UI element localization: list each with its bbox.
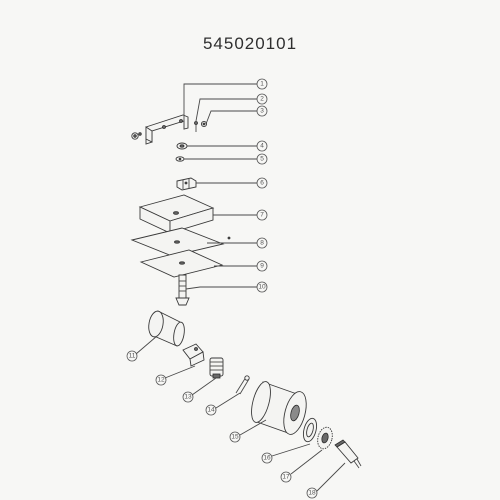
callout-12: 12 (155, 374, 167, 386)
callout-circle (256, 140, 268, 152)
callout-15: 15 (229, 431, 241, 443)
leader-lines (135, 83, 346, 492)
callout-number: 5 (260, 156, 264, 163)
callout-circle (256, 105, 268, 117)
part-grommet-4 (176, 142, 188, 150)
callout-circle (280, 471, 292, 483)
callout-10: 10 (256, 281, 268, 293)
callout-circle (256, 177, 268, 189)
callout-number: 13 (184, 394, 192, 401)
callout-number: 2 (260, 96, 264, 103)
part-housing-15 (251, 381, 307, 435)
callout-circle (256, 153, 268, 165)
part-mounting-bracket (145, 114, 189, 145)
callout-number: 7 (260, 212, 264, 219)
callout-11: 11 (126, 350, 138, 362)
callout-number: 6 (260, 180, 264, 187)
part-washer-5 (175, 156, 185, 162)
callout-circle (182, 391, 194, 403)
part-gasket-8 (130, 227, 231, 257)
callout-number: 17 (282, 474, 290, 481)
callout-number: 8 (260, 240, 264, 247)
callout-circle (256, 209, 268, 221)
part-swivel-arm-11 (148, 310, 185, 347)
callout-circle (256, 281, 268, 293)
callout-circle (306, 487, 318, 499)
callout-16: 16 (261, 452, 273, 464)
callout-number: 4 (260, 143, 264, 150)
callout-number: 9 (260, 263, 264, 270)
callout-number: 10 (258, 284, 266, 291)
part-screw-2 (194, 121, 198, 132)
part-pin-14 (235, 375, 250, 395)
callout-circle (256, 260, 268, 272)
callout-circle (155, 374, 167, 386)
part-ring-16 (302, 417, 318, 443)
page-title: 545020101 (202, 34, 298, 53)
part-gear-ring-17 (317, 426, 333, 450)
part-base-plate-9 (139, 249, 224, 278)
callout-6: 6 (256, 177, 268, 189)
callout-17: 17 (280, 471, 292, 483)
callout-7: 7 (256, 209, 268, 221)
callout-18: 18 (306, 487, 318, 499)
callout-circle (256, 237, 268, 249)
part-socket-13 (209, 357, 224, 379)
callout-1: 1 (256, 78, 268, 90)
callout-number: 18 (308, 490, 316, 497)
part-nut-left (131, 132, 142, 140)
callout-circle (256, 78, 268, 90)
callout-number: 16 (263, 455, 271, 462)
callout-9: 9 (256, 260, 268, 272)
callout-14: 14 (205, 404, 217, 416)
callout-2: 2 (256, 93, 268, 105)
callout-circle (256, 93, 268, 105)
callout-circle (205, 404, 217, 416)
part-terminal-block-6 (176, 177, 197, 191)
callout-3: 3 (256, 105, 268, 117)
callout-8: 8 (256, 237, 268, 249)
part-bulb-18 (334, 439, 362, 469)
part-stem-10 (175, 274, 190, 306)
callout-number: 11 (129, 353, 136, 360)
part-canopy-7 (138, 194, 215, 234)
callout-circle (229, 431, 241, 443)
callout-number: 12 (157, 377, 165, 384)
callout-number: 3 (260, 108, 264, 115)
callout-number: 14 (207, 407, 215, 414)
callout-circle (261, 452, 273, 464)
part-socket-clip-12 (182, 343, 205, 367)
callout-5: 5 (256, 153, 268, 165)
callout-number: 15 (231, 434, 239, 441)
callout-4: 4 (256, 140, 268, 152)
callout-number: 1 (260, 81, 264, 88)
part-nut-3 (200, 120, 208, 128)
callout-13: 13 (182, 391, 194, 403)
callout-circle (126, 350, 138, 362)
